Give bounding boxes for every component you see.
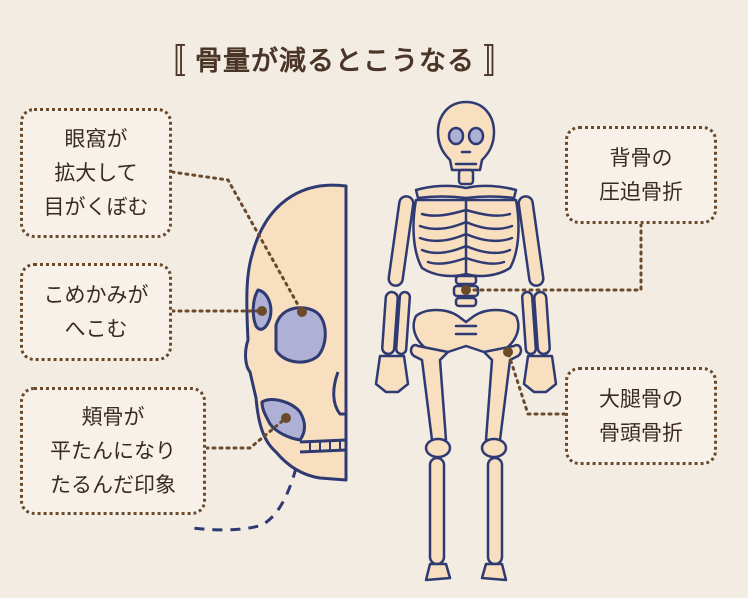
- skeleton: [374, 100, 558, 582]
- leader-lines: [170, 170, 643, 450]
- callout-spine: 背骨の 圧迫骨折: [565, 126, 717, 224]
- pelvis: [412, 308, 520, 354]
- callout-femur-text: 大腿骨の 骨頭骨折: [599, 387, 683, 445]
- callout-spine-text: 背骨の 圧迫骨折: [599, 146, 683, 204]
- callout-eye-socket-text: 眼窩が 拡大して 目がくぼむ: [43, 127, 149, 219]
- right-femur: [482, 343, 523, 442]
- half-skull: [244, 183, 348, 482]
- callout-temple: こめかみが へこむ: [20, 263, 172, 361]
- former-jaw-line: [191, 467, 298, 532]
- leader-cheek: [204, 416, 288, 450]
- callout-femur: 大腿骨の 骨頭骨折: [565, 367, 717, 465]
- title-bracket-left: 〚: [152, 41, 187, 82]
- page-title: 〚 骨量が減るとこうなる 〛: [150, 36, 520, 82]
- callout-temple-text: こめかみが へこむ: [43, 283, 149, 341]
- leader-spine: [466, 222, 643, 292]
- title-bracket-right: 〛: [483, 41, 518, 82]
- left-femur: [409, 343, 450, 442]
- skeleton-skull: [436, 100, 496, 172]
- callout-eye-socket: 眼窩が 拡大して 目がくぼむ: [20, 108, 172, 238]
- callout-cheekbone: 頬骨が 平たんになり たるんだ印象: [20, 387, 206, 515]
- leader-femur: [506, 350, 567, 416]
- eye-socket: [274, 306, 327, 364]
- leader-eye: [170, 170, 304, 314]
- title-text: 骨量が減るとこうなる: [195, 45, 475, 77]
- leader-dots: [257, 285, 513, 423]
- callout-cheekbone-text: 頬骨が 平たんになり たるんだ印象: [50, 405, 176, 497]
